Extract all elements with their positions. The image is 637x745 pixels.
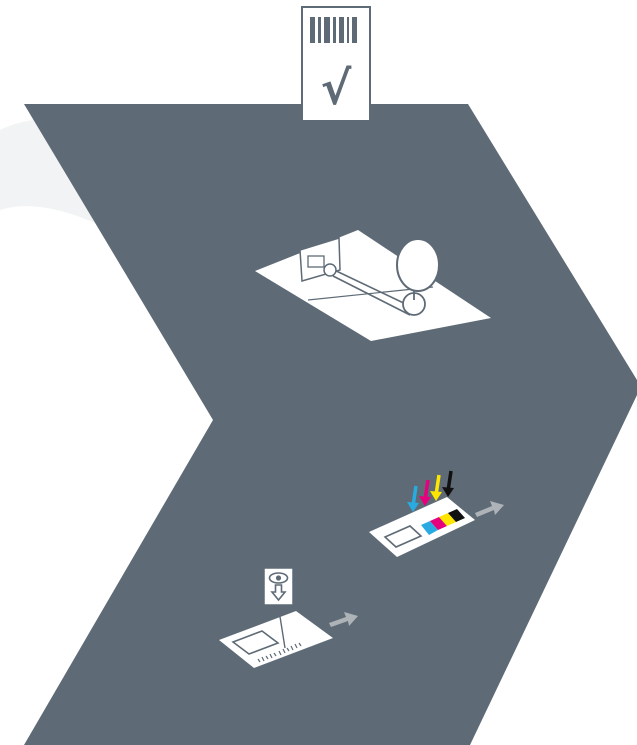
check-mark: √	[321, 61, 352, 115]
loupe-lens	[397, 239, 439, 291]
process-chevron	[24, 104, 637, 745]
loupe-pivot	[324, 264, 336, 276]
verification-tag: √	[302, 7, 370, 121]
